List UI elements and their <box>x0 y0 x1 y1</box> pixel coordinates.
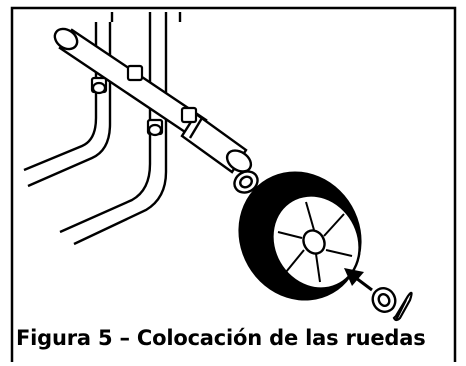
figure-border <box>10 6 457 362</box>
frame-tube-right-top <box>110 12 182 22</box>
washer-inner <box>233 170 259 194</box>
axle-tube <box>53 27 253 174</box>
frame-tube-left <box>23 22 112 188</box>
figure-caption: Figura 5 – Colocación de las ruedas <box>16 326 426 350</box>
frame-tube-middle <box>59 12 168 246</box>
cotter-pin <box>392 291 413 322</box>
wheel <box>238 171 362 301</box>
washer-outer <box>371 287 397 313</box>
arrow-icon <box>344 268 373 292</box>
bolts <box>90 64 198 137</box>
